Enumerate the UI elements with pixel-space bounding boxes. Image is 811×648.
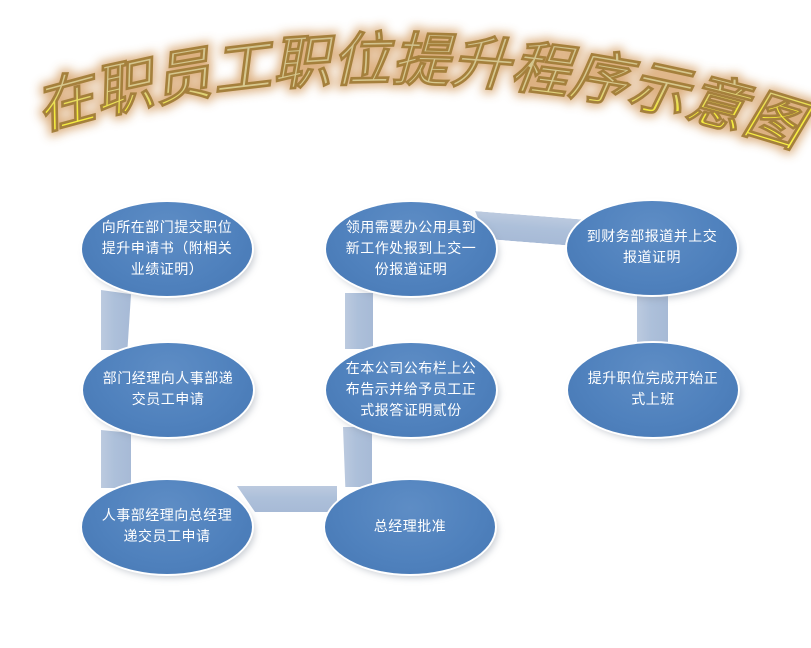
flow-node-company-bulletin-notice: 在本公司公布栏上公布告示并给予员工正式报答证明贰份 [326,343,496,437]
connector-step1-down [101,290,131,350]
flow-node-hr-manager-submit-gm: 人事部经理向总经理递交员工申请 [82,480,252,574]
flow-node-collect-supplies-report: 领用需要办公用具到新工作处报到上交一份报道证明 [326,202,496,296]
connector-step7-down [637,291,668,349]
page-title-wordart: 在职员工职位提升程序示意图 在职员工职位提升程序示意图 [24,22,811,166]
flow-node-label: 在本公司公布栏上公布告示并给予员工正式报答证明贰份 [345,360,477,419]
connector-step4-up [343,427,372,487]
flow-node-promotion-complete-start-work: 提升职位完成开始正式上班 [568,343,738,437]
flow-node-gm-approval: 总经理批准 [325,480,495,574]
flow-node-submit-promotion-application: 向所在部门提交职位提升申请书（附相关业绩证明） [82,202,252,296]
flow-node-label: 人事部经理向总经理递交员工申请 [101,508,233,545]
flow-node-label: 领用需要办公用具到新工作处报到上交一份报道证明 [345,219,477,278]
flow-node-finance-dept-report: 到财务部报道并上交报道证明 [567,201,737,295]
page-title: 在职员工职位提升程序示意图 [28,25,811,162]
connector-step2-down [101,430,131,488]
connector-step5-up [345,293,373,349]
flow-node-label: 总经理批准 [373,518,447,535]
flow-node-dept-manager-submit-hr: 部门经理向人事部递交员工申请 [83,343,253,437]
flow-node-label: 部门经理向人事部递交员工申请 [102,371,234,408]
page-title-text: 在职员工职位提升程序示意图 [27,25,811,163]
connector-step3-right [237,486,337,512]
flow-node-label: 提升职位完成开始正式上班 [587,371,719,408]
flow-node-label: 到财务部报道并上交报道证明 [586,229,718,266]
flow-node-label: 向所在部门提交职位提升申请书（附相关业绩证明） [101,219,233,278]
